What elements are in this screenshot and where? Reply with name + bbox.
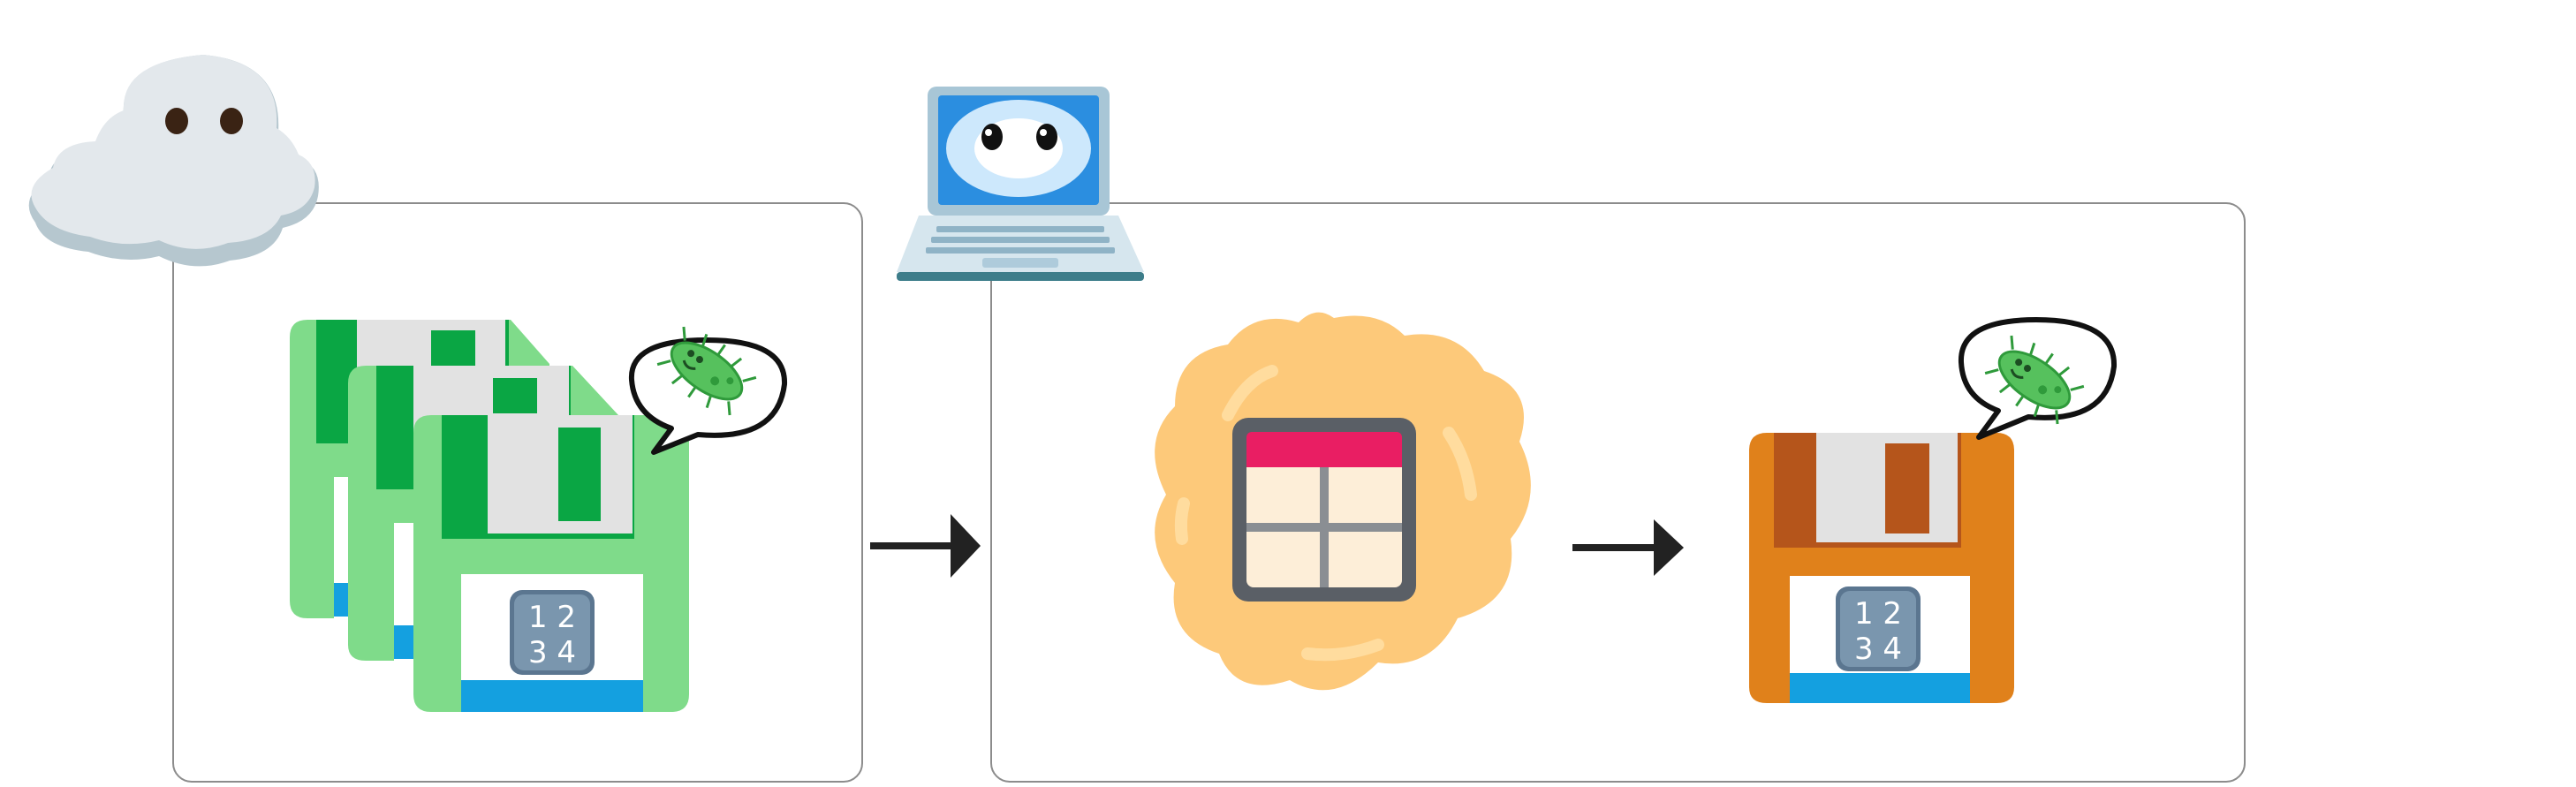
arrow-right-icon [1572,519,1684,576]
cloud-eye-right [220,108,243,134]
left-panel [172,202,863,783]
floppy-disk-stack-icon: 1 2 3 4 [290,320,689,712]
numbers-row2: 3 4 [1854,632,1902,667]
cloud-eye-left [165,108,188,134]
numbers-row1: 1 2 [1854,596,1902,632]
right-panel [990,202,2246,783]
numbers-1234-icon: 1 2 3 4 [1836,586,1921,671]
floppy-disk-orange-icon: 1 2 3 4 [1749,433,2014,703]
arrow-right-icon [870,514,981,578]
microbe-speech-bubble-icon [628,326,788,455]
floppy-disk-front: 1 2 3 4 [413,415,689,712]
cloud-ghost-icon [28,55,319,267]
numbers-1234-icon: 1 2 3 4 [510,590,595,675]
table-icon [1232,418,1416,602]
numbers-row2: 3 4 [528,635,576,670]
numbers-row1: 1 2 [528,600,576,635]
microbe-speech-bubble-icon [1958,317,2118,440]
laptop-face-icon [897,87,1144,281]
table-blob-icon [1155,312,1531,691]
